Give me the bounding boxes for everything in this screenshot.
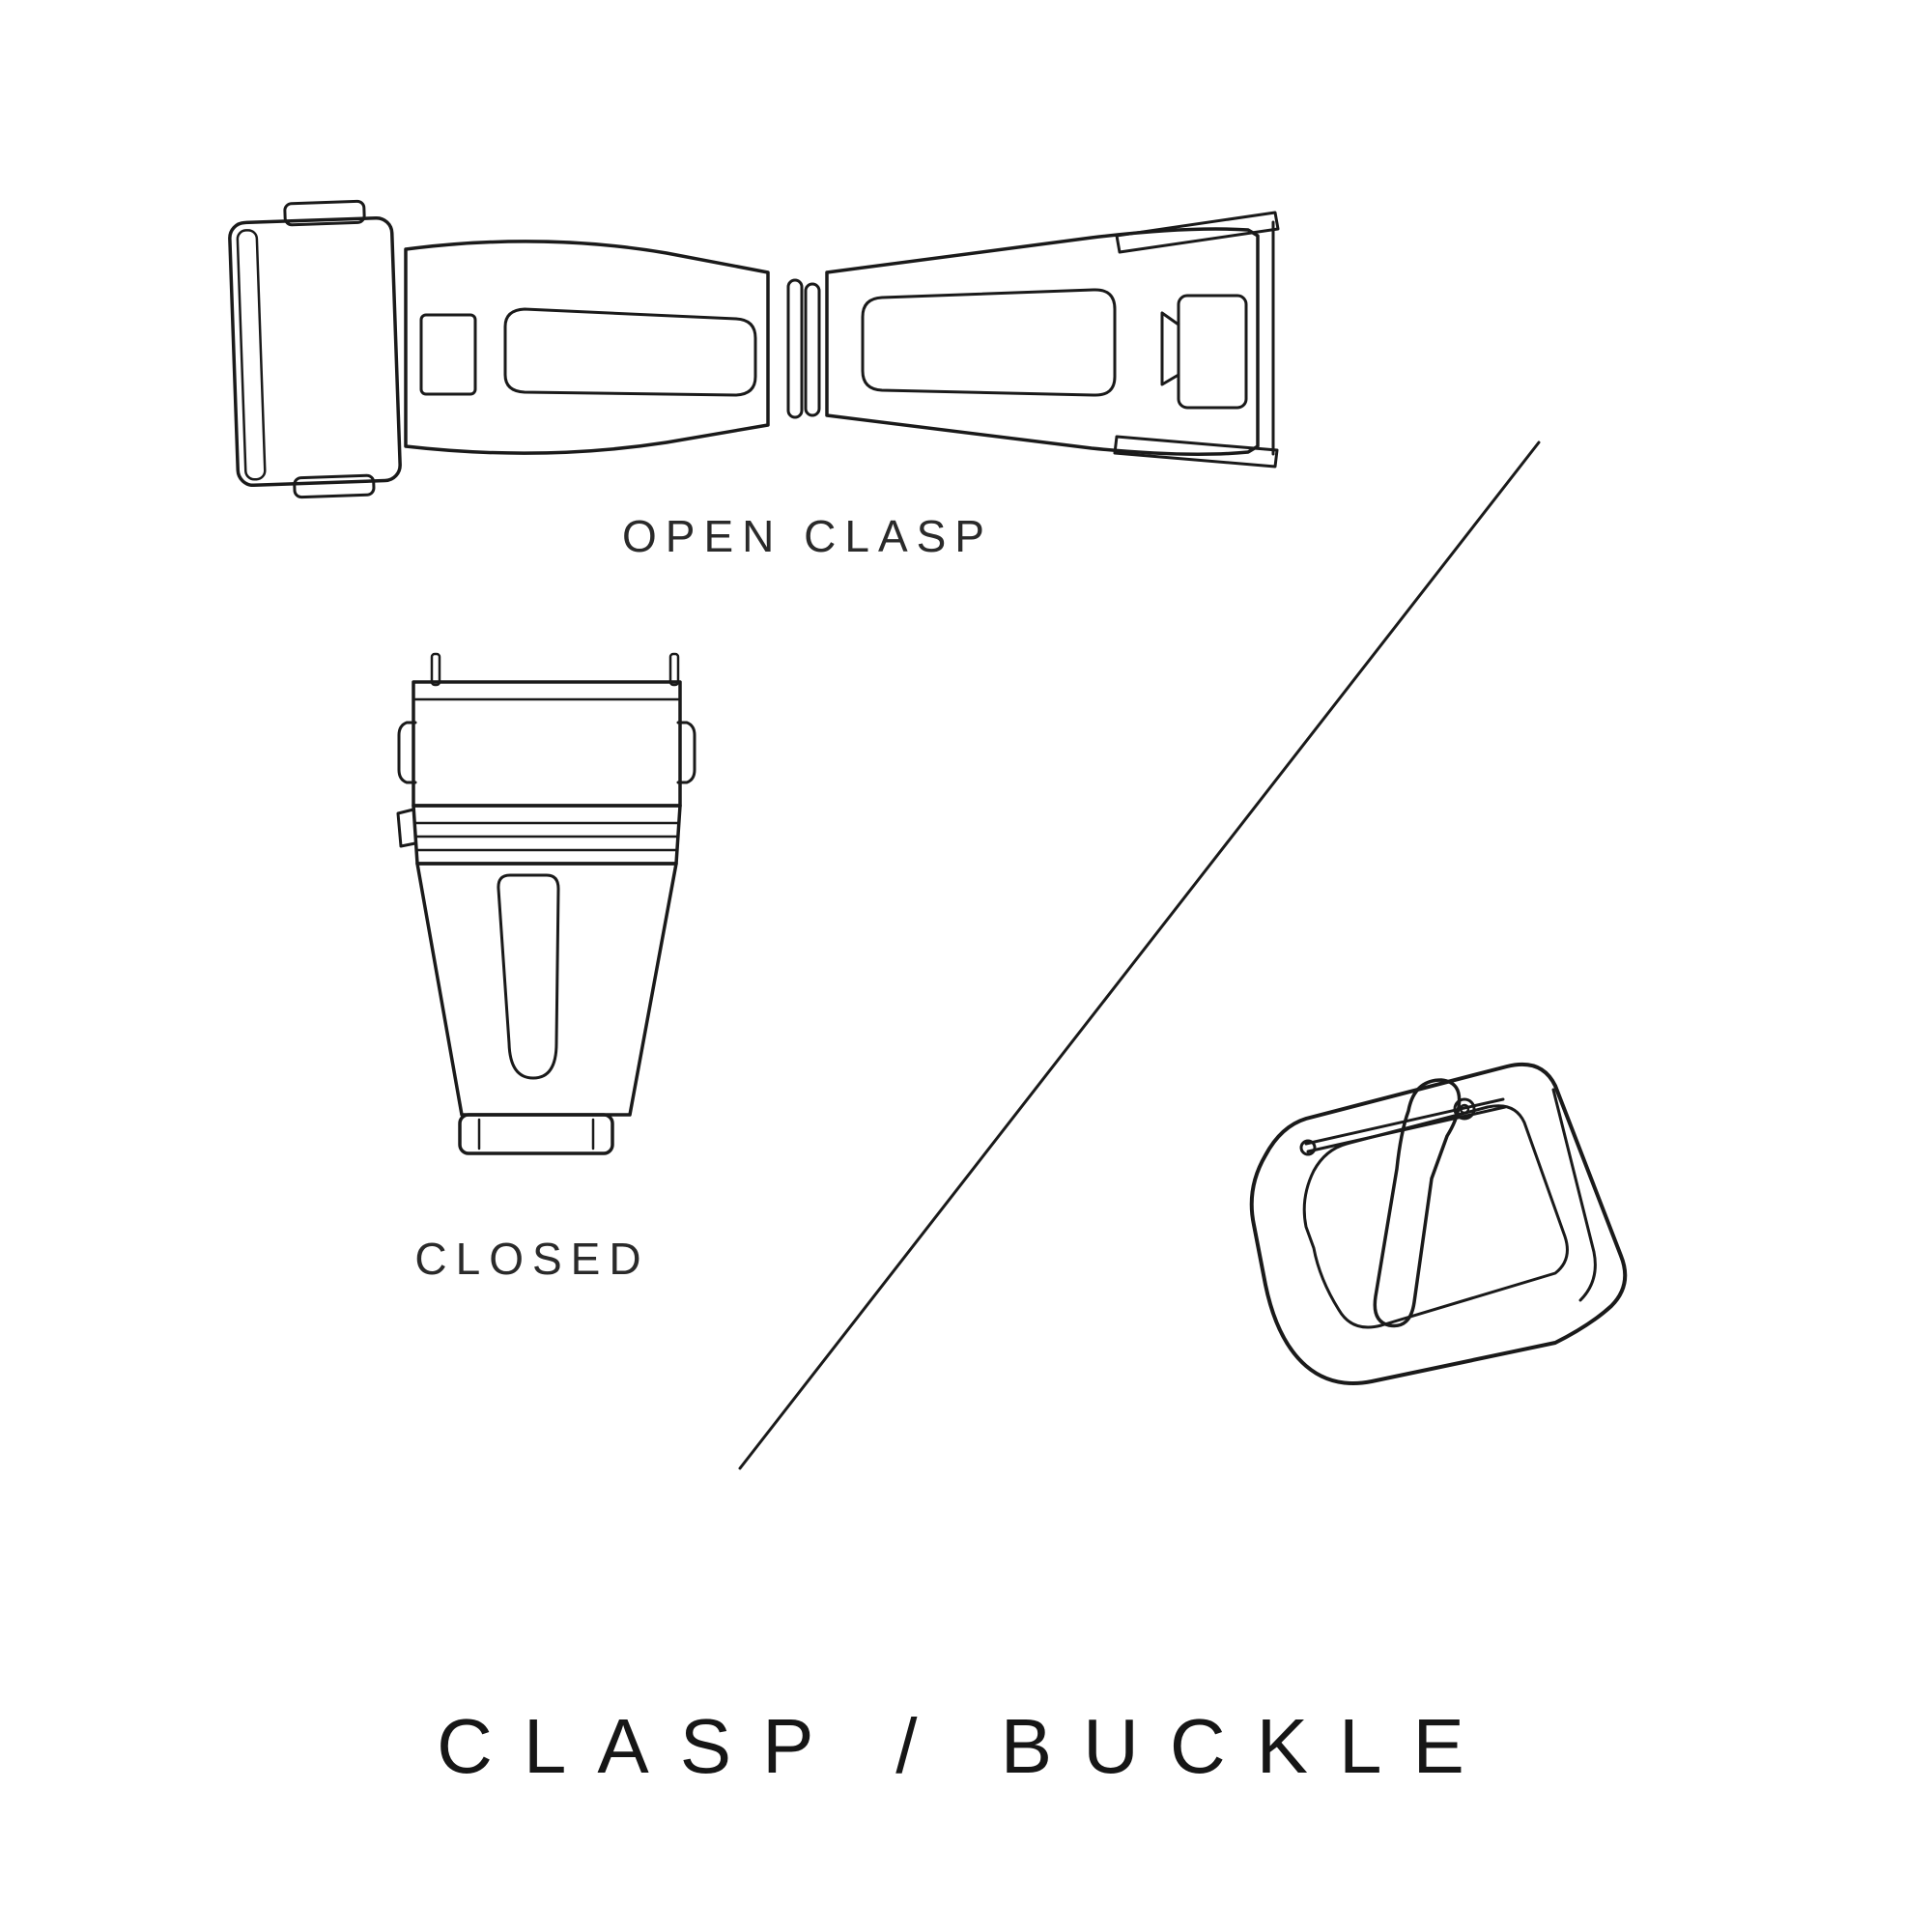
divider-line-illustration [740,442,1539,1468]
page-title: CLASP / BUCKLE [437,1703,1495,1789]
closed-label: CLOSED [414,1234,650,1284]
open-clasp-illustration [229,200,1278,499]
closed-clasp-illustration [398,654,695,1153]
open-clasp-label: OPEN CLASP [622,511,993,561]
buckle-illustration [1252,1065,1626,1383]
